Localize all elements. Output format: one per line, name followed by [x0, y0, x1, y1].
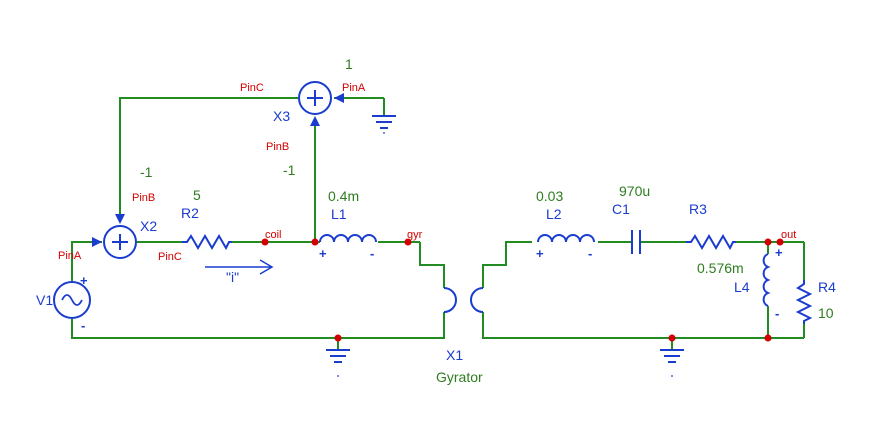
- v1-plus: +: [80, 273, 88, 288]
- input-arrows: [92, 93, 344, 247]
- node-bottom-right[interactable]: [764, 334, 772, 342]
- l1-inductor-icon[interactable]: [319, 234, 377, 243]
- l1-value: 0.4m: [328, 188, 359, 204]
- x3-name: X3: [273, 108, 290, 124]
- node-gyr-label: gyr: [407, 229, 423, 241]
- l4-inductor-icon[interactable]: [762, 253, 771, 307]
- x2-name: X2: [140, 218, 157, 234]
- ground-icon: [326, 349, 350, 363]
- arrow-x3-pinb-icon: [310, 116, 320, 126]
- l2-name: L2: [546, 206, 562, 222]
- node-coil[interactable]: [261, 238, 269, 246]
- l1-name: L1: [331, 206, 347, 222]
- ground-dots: [337, 132, 673, 377]
- c1-capacitor-icon[interactable]: [631, 230, 641, 254]
- c1-name: C1: [612, 201, 630, 217]
- node-l4-junction[interactable]: [764, 238, 772, 246]
- x3-pinb-label: PinB: [266, 141, 289, 153]
- arrow-x2-pinb-icon: [115, 214, 125, 224]
- l4-name: L4: [734, 279, 750, 295]
- x2-pinb-label: PinB: [132, 192, 155, 204]
- node-x3-junction[interactable]: [311, 238, 319, 246]
- r2-value: 5: [193, 187, 201, 203]
- current-arrow-icon: [205, 259, 274, 275]
- r3-name: R3: [689, 201, 707, 217]
- ground-icon: [660, 349, 684, 363]
- l1-minus: -: [370, 246, 374, 261]
- x3-gain-a: 1: [345, 56, 353, 72]
- node-coil-label: coil: [265, 229, 282, 241]
- arrow-x3-pina-icon: [334, 93, 344, 103]
- v1-minus: -: [81, 318, 85, 333]
- x1-name: X1: [446, 347, 463, 363]
- l2-plus: +: [536, 246, 544, 261]
- wire-gyr-right-top: [482, 241, 532, 288]
- x3-pina-label: PinA: [342, 82, 366, 94]
- l1-plus: +: [319, 246, 327, 261]
- l2-minus: -: [588, 246, 592, 261]
- l2-value: 0.03: [536, 188, 563, 204]
- l4-value: 0.576m: [697, 260, 744, 276]
- l4-plus: +: [775, 245, 783, 260]
- arrow-x2-pina-icon: [92, 237, 102, 247]
- x2-pina-label: PinA: [58, 250, 82, 262]
- x1-gyrator-icon[interactable]: [443, 287, 484, 313]
- current-label: "i": [226, 269, 239, 285]
- node-out[interactable]: [776, 238, 784, 246]
- r2-name: R2: [181, 205, 199, 221]
- node-ground-left[interactable]: [334, 334, 342, 342]
- x3-pinc-label: PinC: [240, 82, 264, 94]
- r2-resistor-icon[interactable]: [182, 234, 232, 251]
- wires: [71, 97, 805, 350]
- x2-pinc-label: PinC: [158, 251, 182, 263]
- wire-left-bottom: [71, 312, 445, 339]
- l2-inductor-icon[interactable]: [537, 234, 595, 243]
- x3-summer-icon[interactable]: [298, 81, 332, 115]
- x1-type: Gyrator: [436, 369, 483, 385]
- ground-icon: [372, 115, 396, 129]
- node-ground-right[interactable]: [668, 334, 676, 342]
- v1-ac-source-icon[interactable]: [53, 281, 91, 319]
- nodes: [261, 238, 784, 342]
- x2-gain: -1: [140, 164, 153, 180]
- v1-name: V1: [36, 292, 53, 308]
- wire-feedback-left: [119, 97, 298, 214]
- l4-minus: -: [775, 306, 779, 321]
- r4-resistor-icon[interactable]: [795, 280, 813, 324]
- c1-value: 970u: [619, 183, 650, 199]
- x2-summer-icon[interactable]: [103, 225, 137, 259]
- wire-gyr-top: [419, 242, 445, 288]
- node-gyr[interactable]: [404, 238, 412, 246]
- r4-name: R4: [818, 279, 836, 295]
- r3-resistor-icon[interactable]: [686, 234, 736, 251]
- node-out-label: out: [781, 229, 796, 241]
- r4-value: 10: [818, 305, 834, 321]
- wire-right-bottom: [482, 312, 804, 339]
- x3-gain-b: -1: [283, 162, 296, 178]
